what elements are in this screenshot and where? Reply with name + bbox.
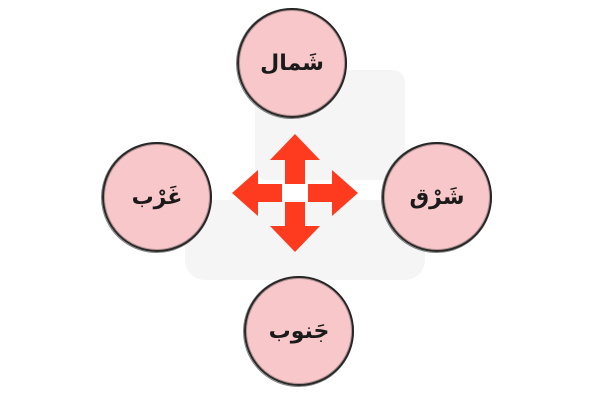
west-circle: غَرْب: [102, 142, 212, 252]
south-label: جَنوب: [268, 318, 330, 344]
east-label: شَرْق: [409, 184, 465, 210]
arrow-left-icon: [232, 170, 282, 216]
north-circle: شَمال: [237, 8, 347, 118]
arrow-up-icon: [270, 134, 320, 184]
arrow-down-icon: [270, 202, 320, 252]
west-label: غَرْب: [131, 184, 183, 210]
east-circle: شَرْق: [382, 142, 492, 252]
south-circle: جَنوب: [244, 276, 354, 386]
arrow-right-icon: [308, 170, 358, 216]
north-label: شَمال: [260, 50, 324, 76]
four-way-arrows-icon: [232, 134, 358, 252]
